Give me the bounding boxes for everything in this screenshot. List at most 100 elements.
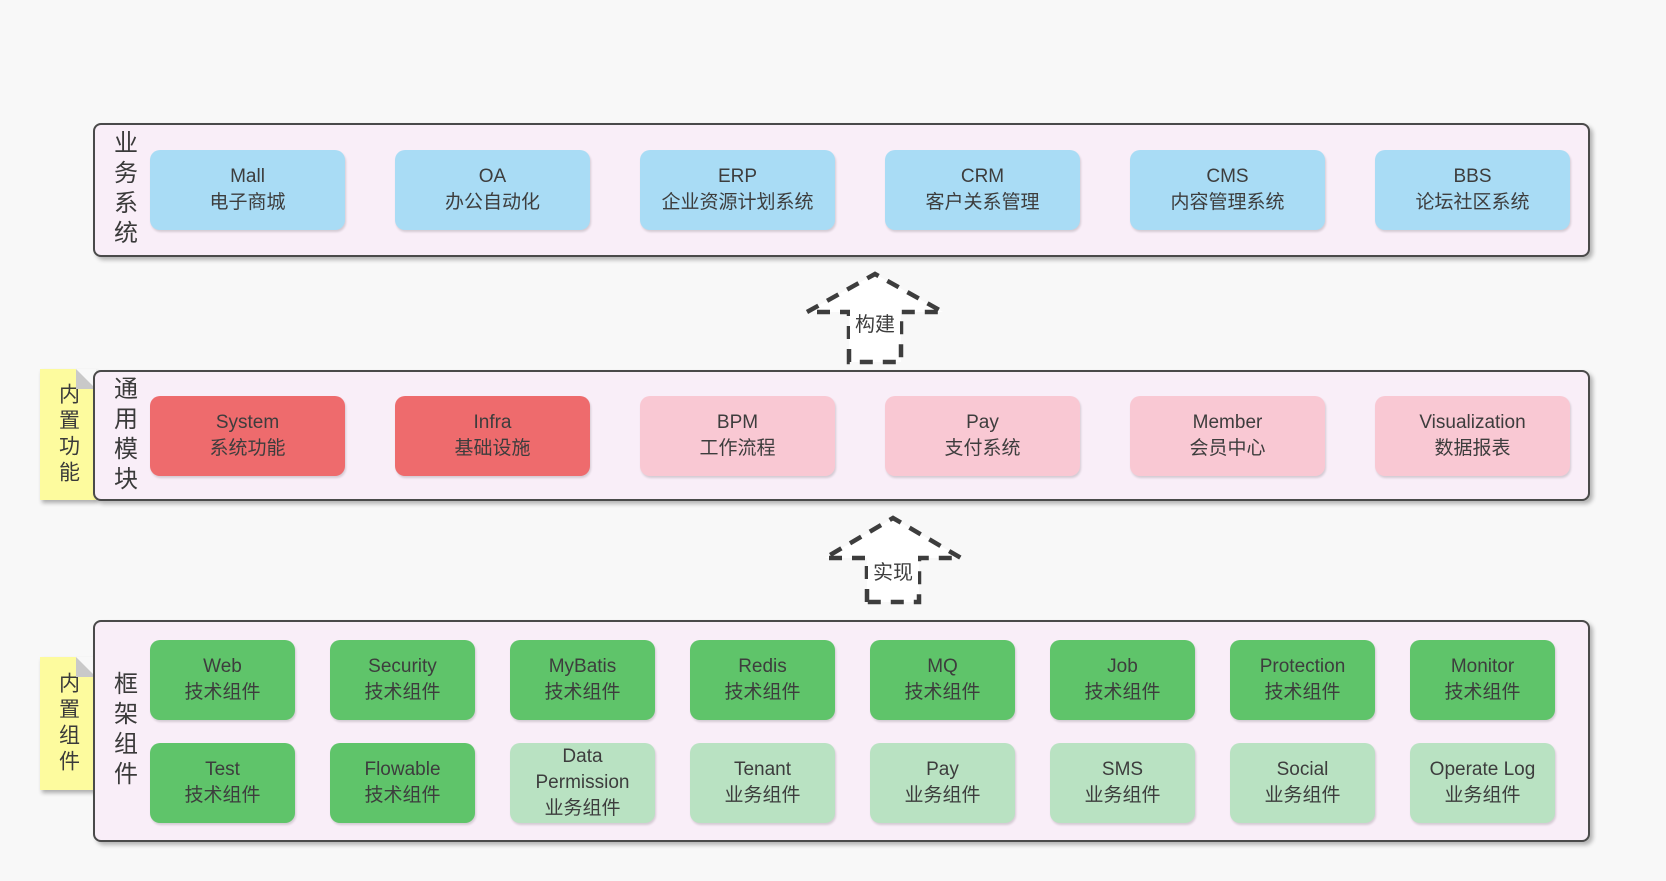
box-name: Infra	[473, 411, 512, 433]
business-boxes-row: Mall 电子商城 OA 办公自动化 ERP 企业资源计划系统 CRM 客户关系…	[150, 150, 1570, 230]
box-name: OA	[478, 166, 507, 187]
component-layer-label-text: 框架组件	[109, 671, 137, 791]
box-desc: 业务组件	[1264, 784, 1341, 806]
component-rows: Web 技术组件 Security 技术组件 MyBatis 技术组件 Redi…	[150, 639, 1555, 823]
box-name: MyBatis	[548, 655, 617, 677]
sticky-note-builtin-components: 内置组件	[40, 657, 96, 790]
component-row-1: Web 技术组件 Security 技术组件 MyBatis 技术组件 Redi…	[150, 639, 1555, 720]
box-name: Flowable	[364, 758, 441, 780]
box-desc: 技术组件	[184, 784, 261, 806]
box-name: Data Permission	[535, 745, 630, 793]
box-desc: 会员中心	[1189, 437, 1266, 459]
box-name: Member	[1192, 411, 1263, 433]
box-name: Operate Log	[1429, 758, 1536, 780]
box-security: Security 技术组件	[330, 639, 475, 720]
box-job: Job 技术组件	[1050, 639, 1195, 720]
box-redis: Redis 技术组件	[690, 639, 835, 720]
framework-components-layer: 框架组件 Web 技术组件 Security 技术组件 MyBatis 技术组件…	[93, 620, 1590, 842]
component-row-2: Test 技术组件 Flowable 技术组件 Data Permission …	[150, 742, 1555, 823]
box-name: Monitor	[1450, 655, 1515, 677]
box-name: BBS	[1453, 166, 1492, 187]
build-arrow-label: 构建	[850, 306, 900, 339]
box-system: System 系统功能	[150, 395, 345, 476]
box-name: Test	[205, 758, 240, 780]
box-name: Pay	[966, 411, 999, 433]
box-desc: 数据报表	[1434, 437, 1511, 459]
box-crm: CRM 客户关系管理	[885, 150, 1080, 230]
box-name: Pay	[926, 758, 959, 780]
box-desc: 支付系统	[944, 437, 1021, 459]
box-desc: 技术组件	[364, 681, 441, 703]
box-name: Job	[1107, 655, 1138, 677]
box-name: Web	[203, 655, 242, 677]
sticky-note-builtin-functions: 内置功能	[40, 369, 96, 500]
business-layer-label-text: 业务系统	[109, 130, 137, 250]
folded-corner-icon	[76, 369, 96, 389]
box-desc: 业务组件	[724, 784, 801, 806]
business-systems-layer: 业务系统 Mall 电子商城 OA 办公自动化 ERP 企业资源计划系统 CRM…	[93, 123, 1590, 257]
box-name: Visualization	[1419, 411, 1526, 433]
box-name: Redis	[738, 655, 787, 677]
box-member: Member 会员中心	[1130, 395, 1325, 476]
box-desc: 业务组件	[544, 797, 621, 819]
box-mq: MQ 技术组件	[870, 639, 1015, 720]
box-desc: 企业资源计划系统	[661, 192, 814, 213]
box-desc: 电子商城	[209, 192, 286, 213]
box-name: BPM	[716, 411, 759, 433]
box-test: Test 技术组件	[150, 742, 295, 823]
box-desc: 内容管理系统	[1170, 192, 1285, 213]
box-name: Mall	[230, 166, 265, 187]
box-desc: 技术组件	[1264, 681, 1341, 703]
box-bpm: BPM 工作流程	[640, 395, 835, 476]
note-label: 内置组件	[56, 671, 80, 776]
module-boxes-row: System 系统功能 Infra 基础设施 BPM 工作流程 Pay 支付系统…	[150, 395, 1570, 476]
box-protection: Protection 技术组件	[1230, 639, 1375, 720]
box-desc: 技术组件	[1084, 681, 1161, 703]
box-data-permission: Data Permission 业务组件	[510, 742, 655, 823]
business-layer-label: 业务系统	[95, 130, 150, 250]
box-name: Social	[1276, 758, 1329, 780]
module-layer-label-text: 通用模块	[109, 375, 137, 496]
box-bbs: BBS 论坛社区系统	[1375, 150, 1570, 230]
box-desc: 工作流程	[699, 437, 776, 459]
box-name: Security	[368, 655, 437, 677]
box-name: Tenant	[733, 758, 792, 780]
box-cms: CMS 内容管理系统	[1130, 150, 1325, 230]
box-infra: Infra 基础设施	[395, 395, 590, 476]
box-tenant: Tenant 业务组件	[690, 742, 835, 823]
box-social: Social 业务组件	[1230, 742, 1375, 823]
box-flowable: Flowable 技术组件	[330, 742, 475, 823]
box-desc: 系统功能	[209, 437, 286, 459]
box-name: CRM	[960, 166, 1005, 187]
implement-arrow-label: 实现	[868, 554, 918, 587]
box-operate-log: Operate Log 业务组件	[1410, 742, 1555, 823]
box-name: System	[215, 411, 280, 433]
box-name: CMS	[1206, 166, 1249, 187]
box-desc: 技术组件	[1444, 681, 1521, 703]
box-desc: 业务组件	[1444, 784, 1521, 806]
box-monitor: Monitor 技术组件	[1410, 639, 1555, 720]
box-desc: 技术组件	[184, 681, 261, 703]
box-sms: SMS 业务组件	[1050, 742, 1195, 823]
implement-arrow: 实现	[818, 508, 968, 608]
box-visualization: Visualization 数据报表	[1375, 395, 1570, 476]
box-name: Protection	[1259, 655, 1346, 677]
box-desc: 技术组件	[904, 681, 981, 703]
box-desc: 业务组件	[1084, 784, 1161, 806]
box-desc: 论坛社区系统	[1415, 192, 1530, 213]
build-arrow: 构建	[800, 266, 950, 368]
box-name: MQ	[927, 655, 958, 677]
box-desc: 技术组件	[544, 681, 621, 703]
folded-corner-icon	[76, 657, 96, 677]
component-layer-label: 框架组件	[95, 671, 150, 791]
box-name: ERP	[717, 166, 758, 187]
box-mybatis: MyBatis 技术组件	[510, 639, 655, 720]
box-oa: OA 办公自动化	[395, 150, 590, 230]
box-desc: 技术组件	[724, 681, 801, 703]
common-modules-layer: 通用模块 System 系统功能 Infra 基础设施 BPM 工作流程 Pay…	[93, 370, 1590, 501]
box-desc: 客户关系管理	[925, 192, 1040, 213]
box-name: SMS	[1101, 758, 1144, 780]
box-mall: Mall 电子商城	[150, 150, 345, 230]
box-pay: Pay 支付系统	[885, 395, 1080, 476]
box-erp: ERP 企业资源计划系统	[640, 150, 835, 230]
